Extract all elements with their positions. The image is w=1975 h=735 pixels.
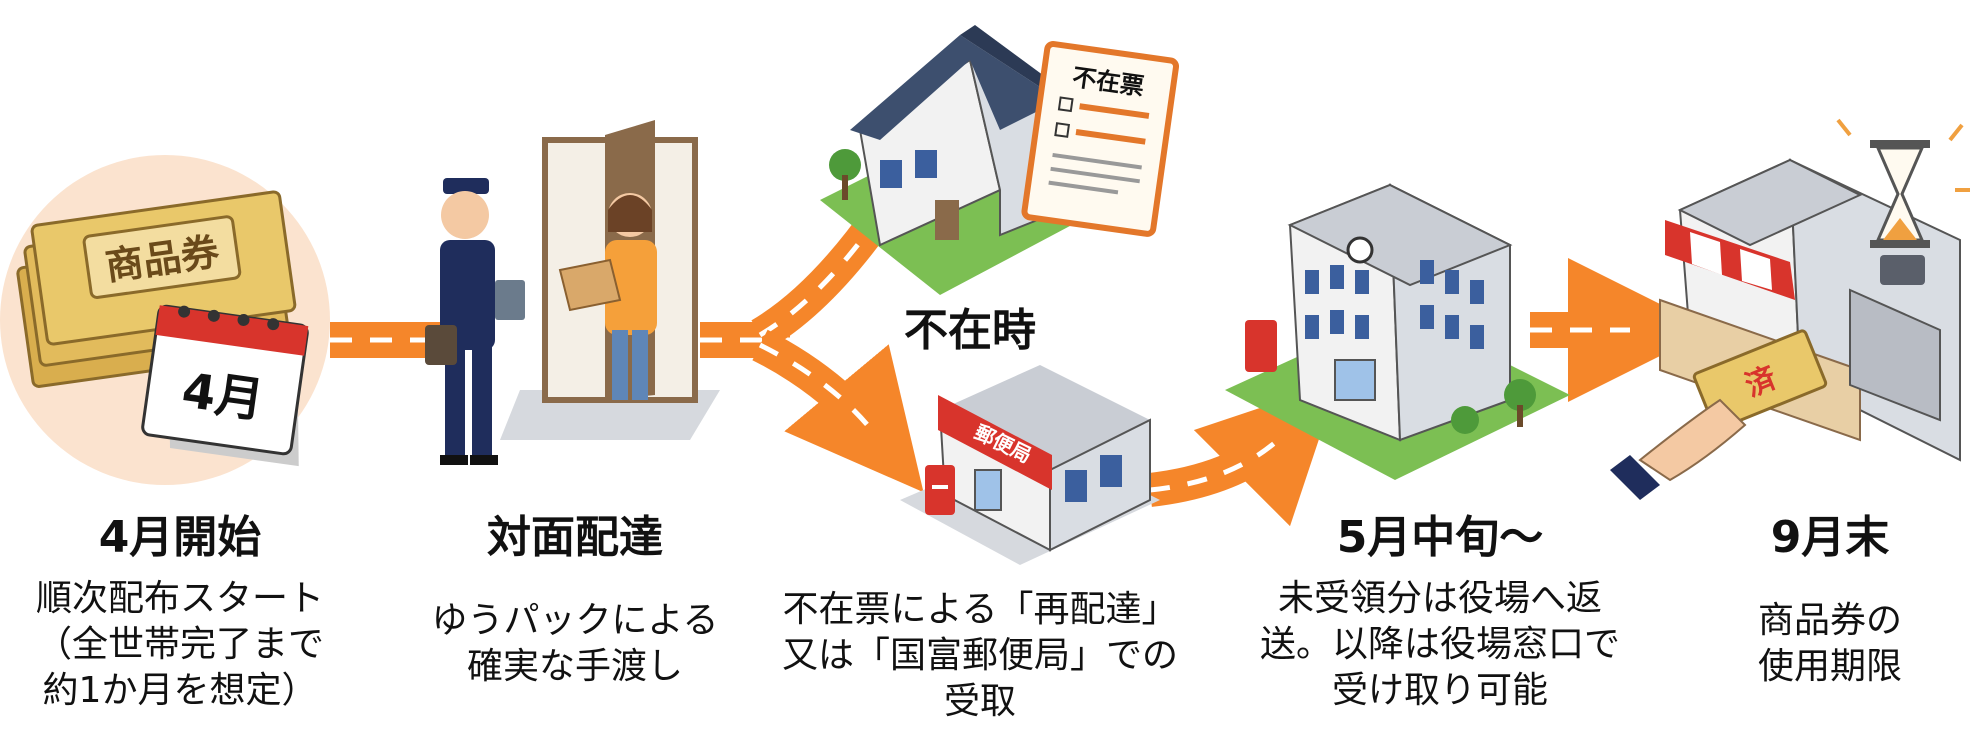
shop-register-hourglass-icon: 済 [1610, 118, 1970, 500]
step-5-title: 9月末 [1770, 512, 1890, 563]
step-2: 対面配達 ゆうパックによる 確実な手渡し [405, 512, 745, 690]
house-absence-notice-icon: 不在票 [820, 25, 1180, 295]
step-4: 5月中旬～ 未受領分は役場へ返 送。以降は役場窓口で 受け取り可能 [1230, 512, 1650, 714]
step-1-title: 4月開始 [98, 512, 262, 563]
step-3: 不在票による「再配達」 又は「国富郵便局」での 受取 [745, 587, 1215, 725]
step-4-title: 5月中旬～ [1336, 512, 1544, 563]
step-1-description: 順次配布スタート （全世帯完了まで 約1か月を想定） [35, 578, 324, 711]
arrow-branch-down [752, 329, 924, 493]
arrow-postoffice-to-townhall [1147, 381, 1339, 527]
step-5: 9月末 商品券の 使用期限 [1705, 512, 1955, 690]
mail-carrier-delivery-icon [425, 120, 720, 465]
hourglass-icon [1836, 118, 1970, 248]
gift-voucher-calendar-icon: 商品券 4月 [0, 155, 330, 485]
step-2-title: 対面配達 [487, 512, 663, 563]
absence-branch-label: 不在時 [904, 305, 1036, 356]
calendar-text: 4月 [179, 362, 267, 429]
step-4-description: 未受領分は役場へ返 送。以降は役場窓口で 受け取り可能 [1259, 578, 1620, 711]
post-office-icon: 郵便局 [900, 365, 1160, 565]
town-hall-icon [1225, 183, 1570, 480]
step-3-description: 不在票による「再配達」 又は「国富郵便局」での 受取 [781, 589, 1178, 722]
step-2-description: ゆうパックによる 確実な手渡し [431, 600, 719, 687]
step-5-description: 商品券の 使用期限 [1757, 600, 1902, 687]
step-1: 4月開始 順次配布スタート （全世帯完了まで 約1か月を想定） [20, 512, 340, 714]
